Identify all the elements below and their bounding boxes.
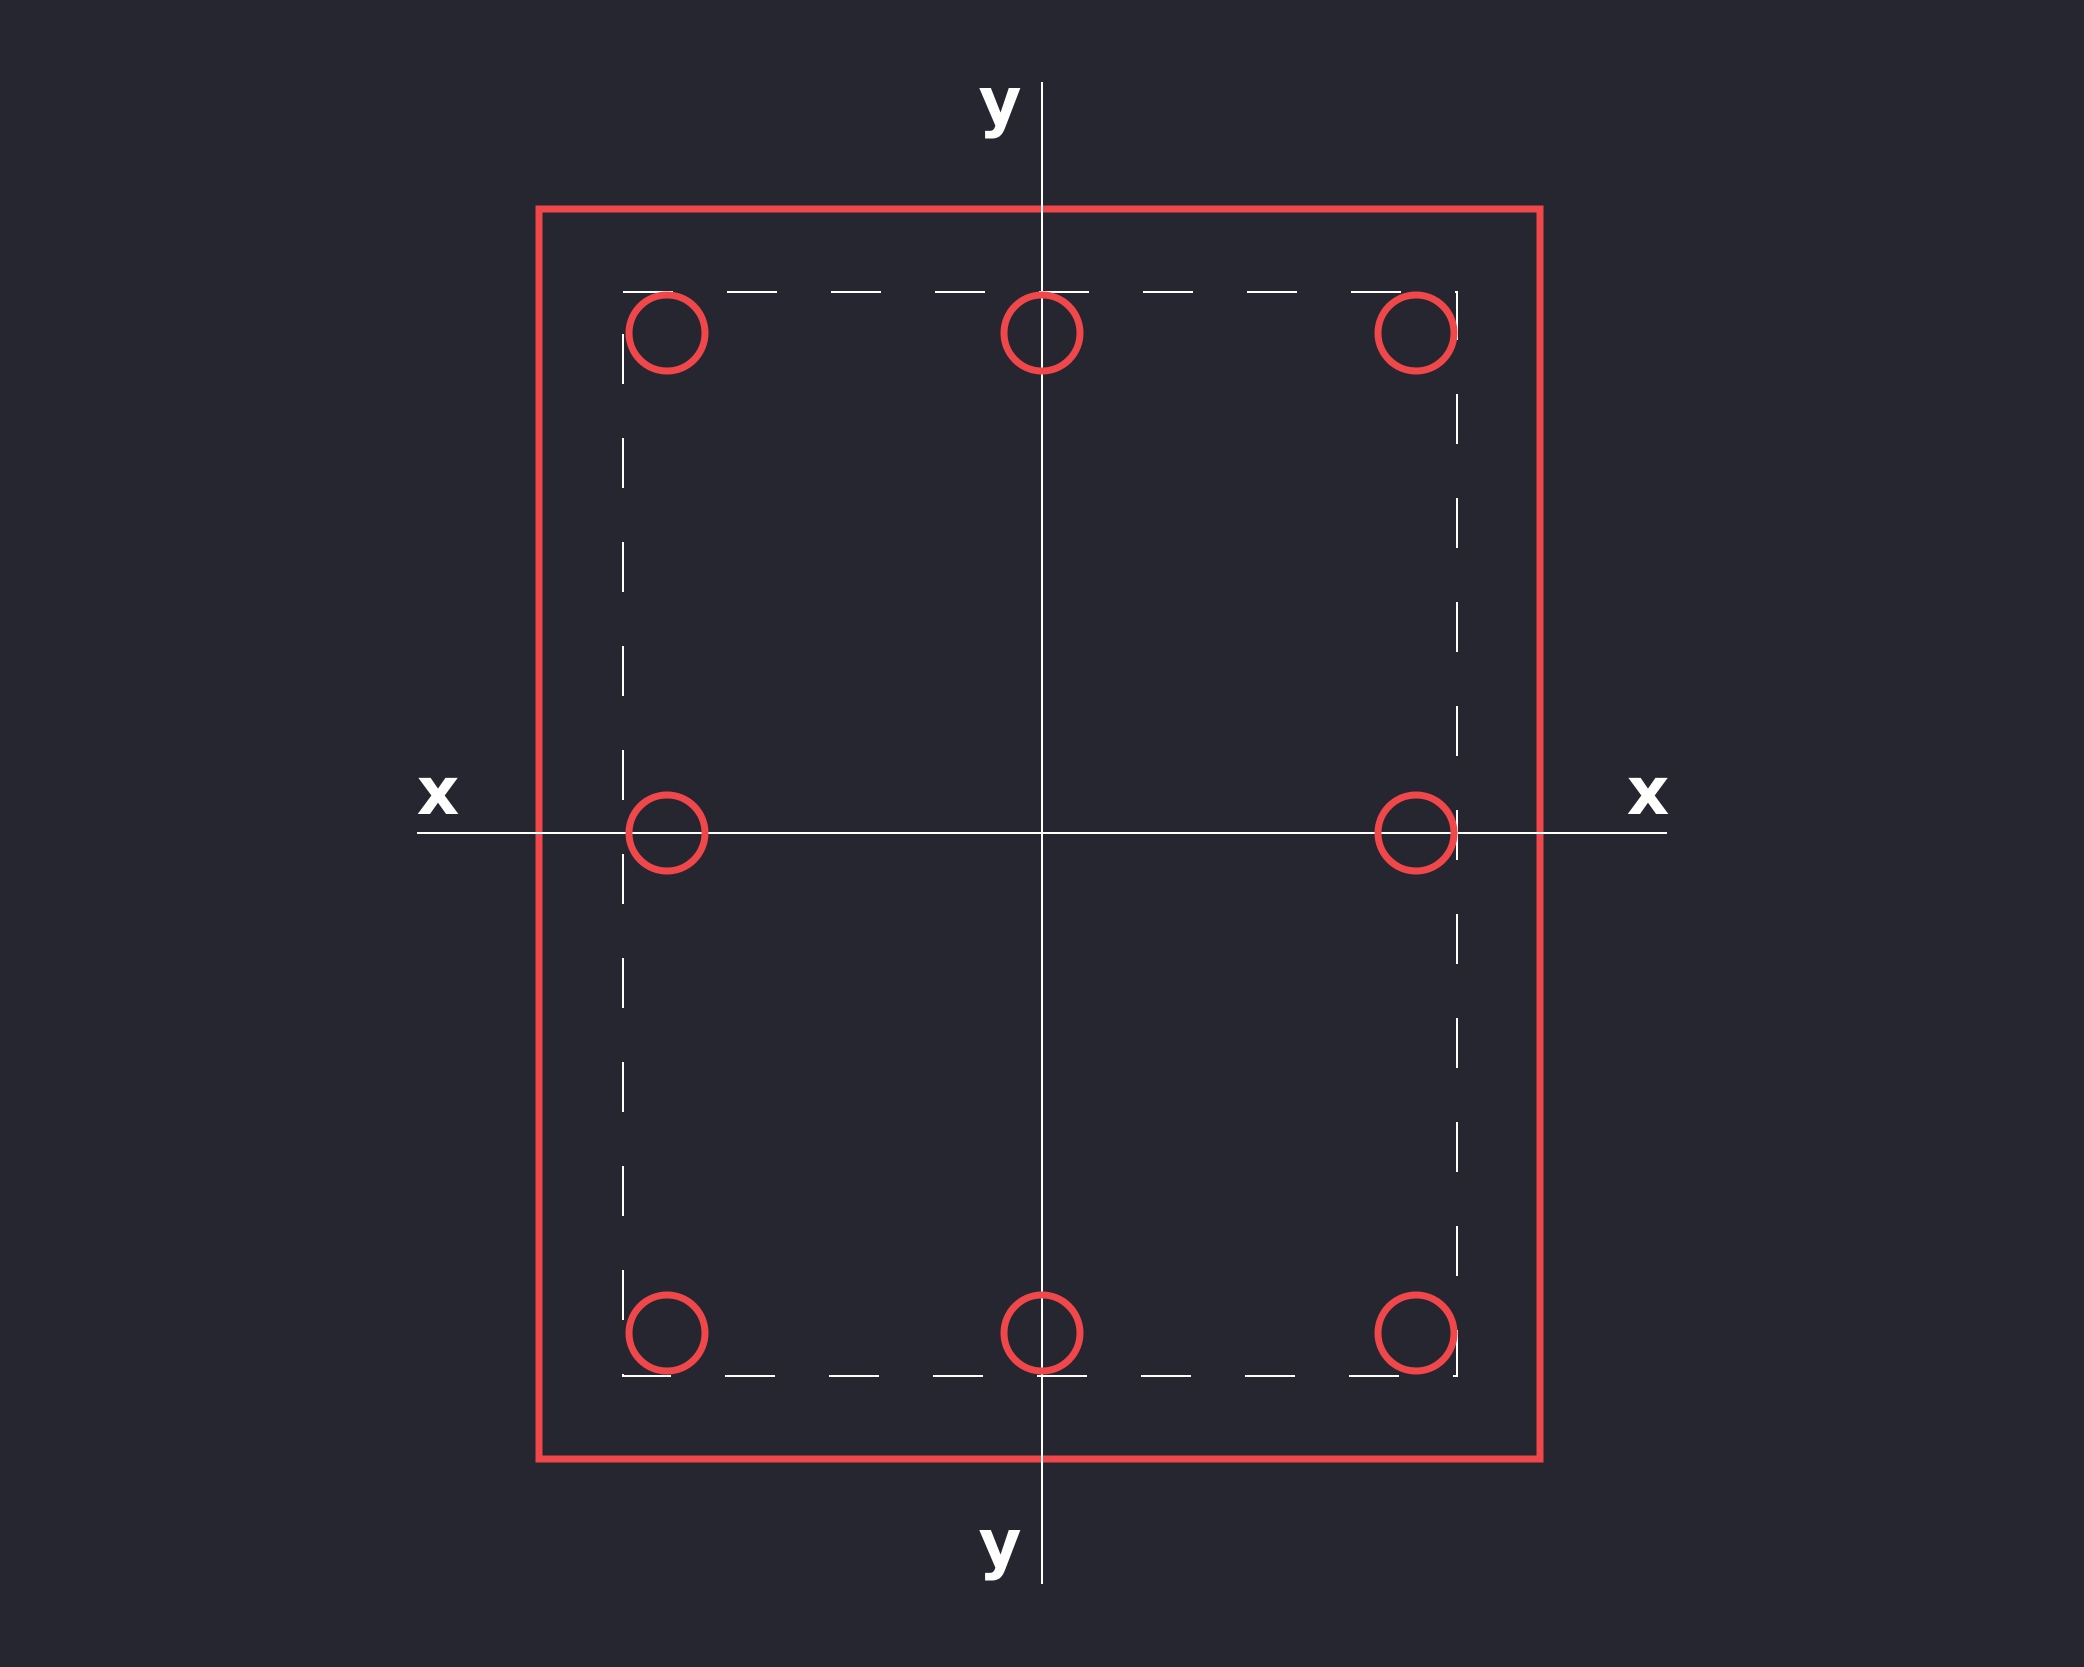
rebar-top-center [1000, 291, 1084, 375]
rebar-mid-left [625, 791, 709, 875]
x-axis-label-left: x [417, 753, 460, 830]
y-axis-label-top: y [978, 63, 1021, 140]
rebar-bottom-left [625, 1291, 709, 1375]
rebar-bottom-right [1374, 1291, 1458, 1375]
reinforcement-bars [625, 291, 1458, 1375]
rebar-mid-right [1374, 791, 1458, 875]
y-axis-label-bottom: y [978, 1505, 1021, 1582]
rebar-top-left [625, 291, 709, 375]
rebar-top-right [1374, 291, 1458, 375]
x-axis-label-right: x [1627, 753, 1670, 830]
rebar-bottom-center [1000, 1291, 1084, 1375]
